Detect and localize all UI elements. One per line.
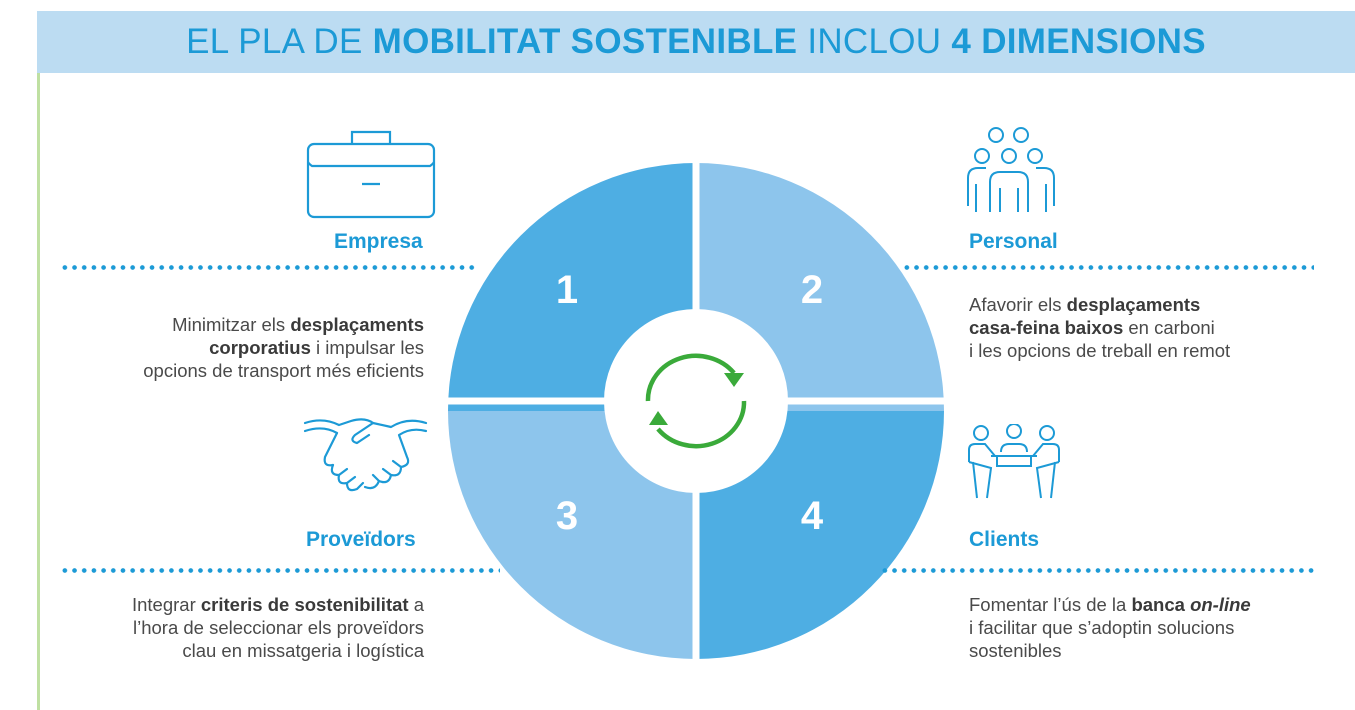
dimension-wheel: 1 2 3 4 <box>448 163 944 659</box>
dotted-rule-clients <box>880 568 1314 573</box>
quadrant-number-2: 2 <box>801 268 823 312</box>
desc-empresa-l3: opcions de transport més eficients <box>143 360 424 381</box>
desc-clients-l1a: Fomentar l’ús de la <box>969 594 1132 615</box>
desc-proveidors-l1b: criteris de sostenibilitat <box>200 594 409 615</box>
desc-empresa-l2b: i impulsar les <box>310 337 424 358</box>
meeting-table-icon <box>968 424 1060 499</box>
dotted-rule-personal <box>902 265 1314 270</box>
cycle-arrowhead-bottom <box>649 411 668 425</box>
quadrant-4 <box>696 411 944 659</box>
label-clients: Clients <box>969 528 1040 551</box>
desc-empresa-l1a: Minimitzar els <box>172 314 291 335</box>
dotted-rule-empresa <box>60 265 478 270</box>
desc-personal-l2b: en carboni <box>1123 317 1215 338</box>
cycle-arrowhead-top <box>724 373 744 387</box>
quadrant-number-1: 1 <box>556 268 578 312</box>
briefcase-icon <box>306 130 436 219</box>
desc-personal-l1b: desplaçaments <box>1066 294 1201 315</box>
title-part-3: INCLOU <box>797 22 952 61</box>
desc-empresa-l1b: desplaçaments <box>290 314 424 335</box>
desc-proveidors-l1a: Integrar <box>131 594 201 615</box>
quadrant-number-3: 3 <box>556 494 578 538</box>
desc-personal-l3: i les opcions de treball en remot <box>969 340 1231 361</box>
people-group-icon <box>967 127 1055 212</box>
desc-empresa: Minimitzar els desplaçaments corporatius… <box>143 313 424 382</box>
label-personal: Personal <box>969 230 1058 253</box>
page-title: EL PLA DE MOBILITAT SOSTENIBLE INCLOU 4 … <box>186 22 1206 62</box>
title-part-1: EL PLA DE <box>186 22 373 61</box>
cycle-arrows-icon <box>645 353 747 449</box>
quadrant-3 <box>448 411 696 659</box>
desc-personal-l1a: Afavorir els <box>969 294 1067 315</box>
dotted-rule-proveidors <box>60 568 500 573</box>
desc-proveidors-l2: l’hora de seleccionar els proveïdors <box>132 617 424 638</box>
title-part-2: MOBILITAT SOSTENIBLE <box>372 22 798 61</box>
desc-clients: Fomentar l’ús de la banca on-line i faci… <box>969 593 1251 662</box>
desc-proveidors-l1c: a <box>408 594 424 615</box>
handshake-icon <box>303 418 428 492</box>
desc-empresa-l2a: corporatius <box>209 337 311 358</box>
desc-clients-l1b: banca <box>1131 594 1191 615</box>
label-proveidors: Proveïdors <box>306 528 416 551</box>
quadrant-number-4: 4 <box>801 494 824 538</box>
left-accent-rule <box>37 73 40 710</box>
title-banner: EL PLA DE MOBILITAT SOSTENIBLE INCLOU 4 … <box>37 11 1355 73</box>
desc-personal-l2a: casa-feina baixos <box>969 317 1124 338</box>
title-part-4: 4 DIMENSIONS <box>951 22 1206 61</box>
desc-clients-l1c: on-line <box>1190 594 1251 615</box>
wheel-center <box>604 309 788 493</box>
desc-proveidors-l3: clau en missatgeria i logística <box>182 640 424 661</box>
desc-clients-l2: i facilitar que s’adoptin solucions <box>969 617 1235 638</box>
desc-clients-l3: sostenibles <box>969 640 1062 661</box>
desc-proveidors: Integrar criteris de sostenibilitat a l’… <box>132 593 424 662</box>
desc-personal: Afavorir els desplaçaments casa-feina ba… <box>969 293 1230 362</box>
label-empresa: Empresa <box>334 230 423 253</box>
